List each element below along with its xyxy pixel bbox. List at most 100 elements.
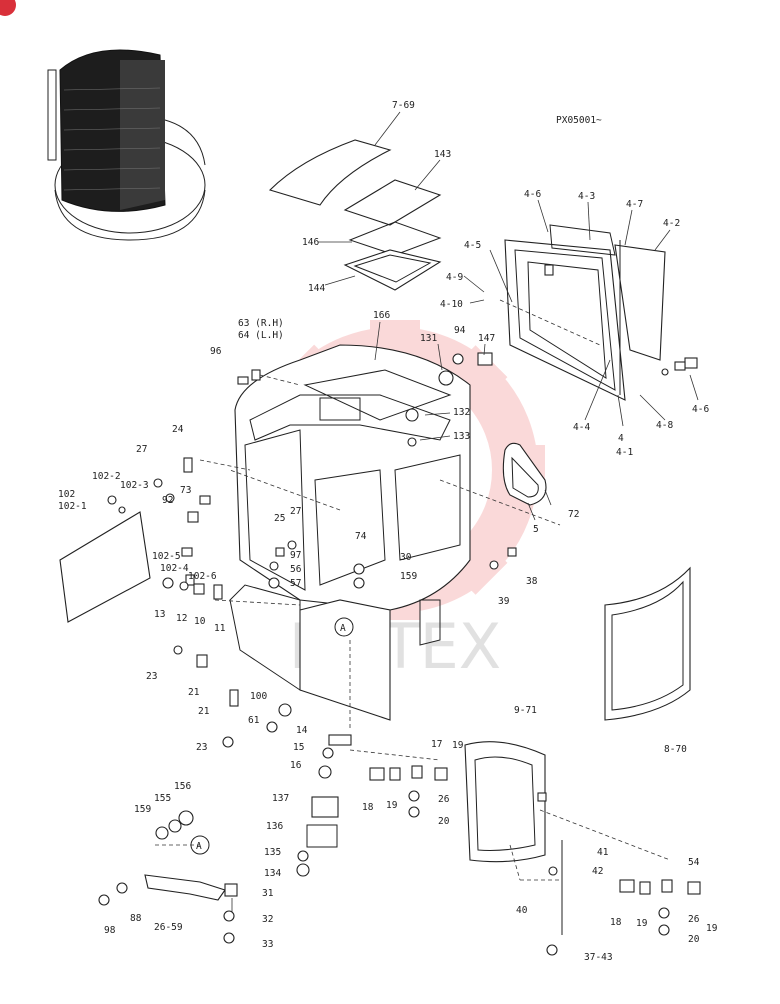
callout-label: 102-4	[160, 563, 189, 574]
callout-label: 40	[516, 905, 528, 916]
callout-label: 131	[420, 333, 437, 344]
callout-label: 13	[154, 609, 165, 620]
callout-label: 54	[688, 857, 700, 868]
callout-labels: 7-69 143 146 144 4-6 4-3 4-7 4-2 4-5 4-9…	[58, 100, 718, 963]
callout-label: 15	[293, 742, 304, 753]
serial-range: PX05001~	[556, 115, 602, 126]
callout-label: 4-1	[616, 447, 633, 458]
callout-label: 27	[290, 506, 301, 517]
callout-label: 42	[592, 866, 603, 877]
callout-label: 7-69	[392, 100, 415, 111]
callout-label: 24	[172, 424, 184, 435]
callout-label: 143	[434, 149, 451, 160]
callout-label: 12	[176, 613, 187, 624]
notification-badge[interactable]	[0, 0, 16, 16]
callout-label: 19	[706, 923, 718, 934]
callout-label: 14	[296, 725, 308, 736]
callout-label: 4-6	[692, 404, 709, 415]
callout-label: 134	[264, 868, 281, 879]
callout-label: A	[340, 623, 346, 634]
callout-label: 94	[454, 325, 466, 336]
callout-label: 136	[266, 821, 283, 832]
door-window-frame	[504, 224, 698, 401]
callout-label: 4-7	[626, 199, 643, 210]
callout-label: 23	[196, 742, 207, 753]
callout-label: 56	[290, 564, 302, 575]
callout-label: 17	[431, 739, 442, 750]
callout-label: 88	[130, 913, 142, 924]
callout-label: 18	[362, 802, 374, 813]
callout-label: 4-9	[446, 272, 463, 283]
callout-label: 27	[136, 444, 147, 455]
callout-label: 4-4	[573, 422, 590, 433]
callout-label: 33	[262, 939, 273, 950]
side-glass-panel	[59, 511, 151, 623]
callout-label: 26-59	[154, 922, 183, 933]
callout-label: 144	[308, 283, 325, 294]
callout-label: 64 (L.H)	[238, 330, 284, 341]
callout-label: 23	[146, 671, 157, 682]
callout-label: 4-10	[440, 299, 463, 310]
callout-label: 102-6	[188, 571, 217, 582]
lower-front-window	[464, 741, 546, 863]
callout-label: 39	[498, 596, 510, 607]
callout-label: 57	[290, 578, 301, 589]
callout-label: 96	[210, 346, 222, 357]
callout-label: 159	[400, 571, 417, 582]
callout-label: 102-2	[92, 471, 121, 482]
callout-label: 30	[400, 552, 412, 563]
small-side-window	[502, 442, 547, 506]
callout-label: 20	[438, 816, 450, 827]
callout-label: 26	[438, 794, 450, 805]
front-curved-glass	[604, 566, 691, 721]
callout-label: 10	[194, 616, 206, 627]
callout-label: 100	[250, 691, 267, 702]
callout-label: 19	[386, 800, 398, 811]
callout-label: 9-71	[514, 705, 537, 716]
callout-label: 102-3	[120, 480, 149, 491]
callout-label: 19	[636, 918, 648, 929]
callout-label: 19	[452, 740, 464, 751]
callout-label: 102-5	[152, 551, 181, 562]
callout-label: 32	[262, 914, 273, 925]
callout-label: 26	[688, 914, 700, 925]
callout-label: 166	[373, 310, 390, 321]
callout-label: 147	[478, 333, 495, 344]
bottom-rail	[144, 835, 226, 901]
callout-label: 97	[290, 550, 301, 561]
callout-label: 135	[264, 847, 281, 858]
callout-label: 137	[272, 793, 289, 804]
callout-label: 155	[154, 793, 171, 804]
callout-label: 159	[134, 804, 151, 815]
callout-label: 4-5	[464, 240, 481, 251]
callout-label: 133	[453, 431, 470, 442]
callout-label: 5	[533, 524, 539, 535]
callout-label: 21	[198, 706, 210, 717]
callout-label: 4-3	[578, 191, 595, 202]
callout-label: 98	[104, 925, 116, 936]
callout-label: 21	[188, 687, 200, 698]
callout-label: 102-1	[58, 501, 87, 512]
callout-label: 61	[248, 715, 260, 726]
callout-label: 20	[688, 934, 700, 945]
callout-label: 4	[618, 433, 624, 444]
roof-hatch-parts	[268, 139, 442, 291]
callout-label: 4-8	[656, 420, 673, 431]
callout-label: 37-43	[584, 952, 613, 963]
callout-label: 25	[274, 513, 285, 524]
callout-label: 16	[290, 760, 302, 771]
callout-label: 8-70	[664, 744, 687, 755]
callout-label: 38	[526, 576, 538, 587]
callout-label: 156	[174, 781, 191, 792]
callout-label: 72	[568, 509, 579, 520]
cab-thumbnail-illustration	[47, 49, 206, 241]
callout-label: 41	[597, 847, 609, 858]
handle-plates	[306, 796, 339, 848]
callout-label: 74	[355, 531, 367, 542]
hardware-fasteners	[98, 352, 701, 956]
callout-label: 146	[302, 237, 319, 248]
callout-label: 18	[610, 917, 622, 928]
callout-label: 73	[180, 485, 191, 496]
